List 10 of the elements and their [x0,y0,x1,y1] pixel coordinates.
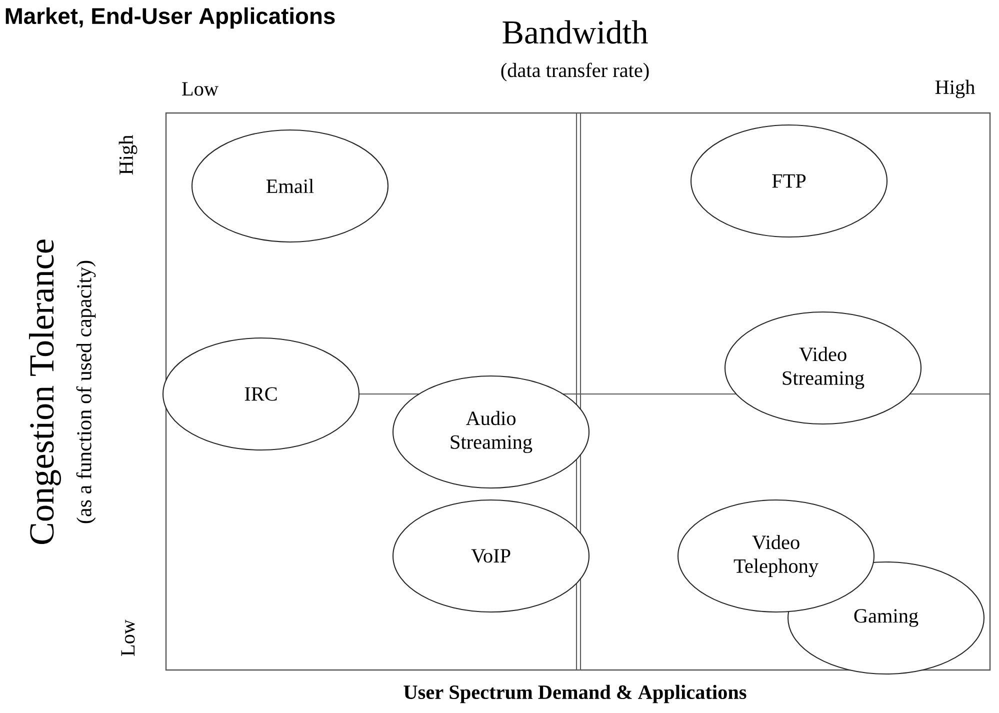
axis-end-label: High [935,80,975,98]
axis-subtitle: (as a function of used capacity) [76,260,96,524]
heading: Market, End-User Applications [6,7,335,29]
axis-end-label: Low [121,620,135,656]
axis-subtitle: (data transfer rate) [501,62,649,82]
axis-end-label: High [118,135,138,175]
axis-title: Bandwidth [502,20,648,44]
axis-title: Congestion Tolerance [29,240,61,544]
axis-title: User Spectrum Demand & Applications [404,684,746,704]
axis-end-label: Low [182,82,218,96]
